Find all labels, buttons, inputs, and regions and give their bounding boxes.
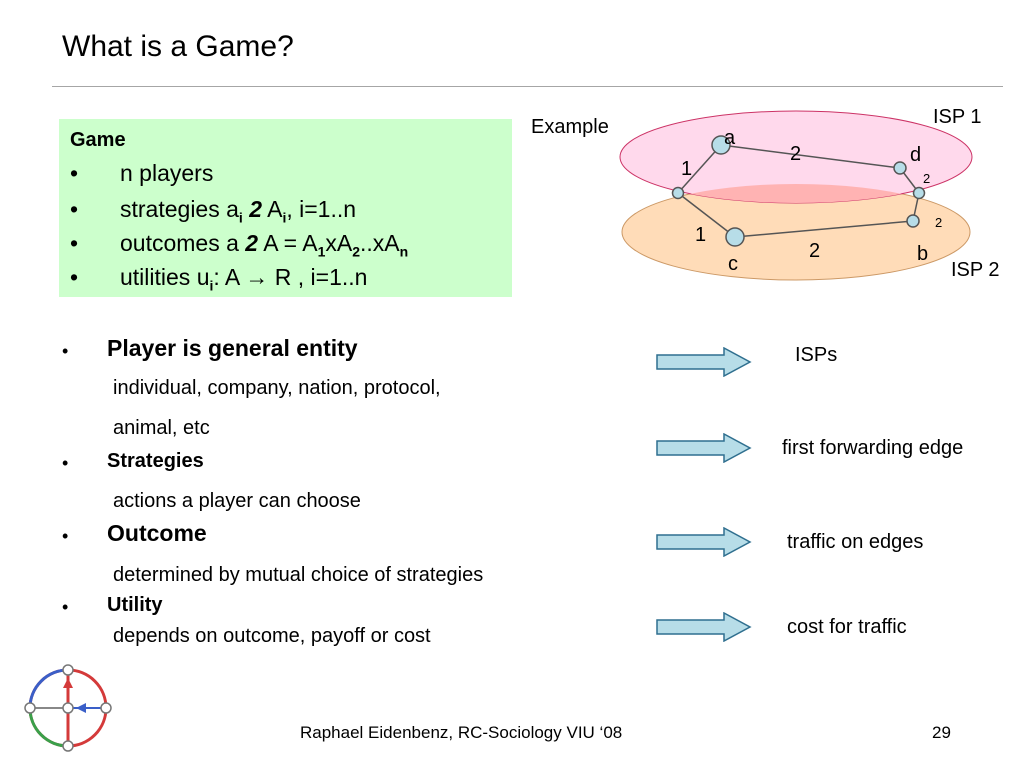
player-detail-2: animal, etc [113,417,210,439]
utilities-range: R , i=1..n [268,264,368,290]
slide-footer: Raphael Eidenbenz, RC-Sociology VIU ‘08 [300,723,623,742]
slide-title: What is a Game? [62,30,294,63]
title-divider [52,86,1003,87]
edge-label-bot-left: 1 [695,224,706,246]
player-detail-1: individual, company, nation, protocol, [113,377,441,399]
game-line-utilities: • utilities ui: A → R , i=1..n [70,264,367,294]
example-label: Example [531,116,609,138]
game-definition-box [59,119,512,297]
product-x: xA [325,230,353,256]
right-arrow-icon [656,527,752,557]
bullet-heading-utility: Utility [107,594,163,616]
page-number: 29 [932,723,951,742]
node-a [711,135,731,155]
bullet-glyph: • [62,341,69,361]
node-right-junction [912,186,926,200]
bullet-glyph: • [62,453,69,473]
subscript: 2 [352,243,361,260]
edge-label-bot-right: 2 [935,215,942,230]
bullet-heading-player: Player is general entity [107,335,358,361]
strategies-range: , i=1..n [286,196,357,222]
subscript: i [238,209,243,226]
element-of-symbol: 2 [249,196,262,222]
example-traffic-on-edges: traffic on edges [787,531,924,553]
outcome-detail: determined by mutual choice of strategie… [113,564,484,586]
diagram-nodes [671,135,926,247]
edge-c-to-b [734,220,914,238]
subscript: i [282,209,287,226]
edge-label-top-mid: 2 [790,143,801,165]
right-arrow-icon [656,347,752,377]
subscript: i [209,277,214,294]
subscript: n [399,243,409,260]
example-first-forwarding-edge: first forwarding edge [782,437,964,459]
edge-label-top-right: 2 [923,171,930,186]
bullet-glyph: • [62,526,69,546]
game-line-outcomes: •outcomes a 2 A = A1xA2..xAn [70,230,408,260]
bullet-heading-strategies: Strategies [107,450,204,472]
edge-label-bot-mid: 2 [809,240,820,262]
edge-left-to-c [677,192,736,238]
players-text: n players [120,160,214,186]
node-d-label: d [910,144,921,166]
strategies-set: A [267,196,283,222]
outcomes-set: A = A [258,230,318,256]
bullet-heading-outcome: Outcome [107,520,207,546]
game-box-heading: Game [70,129,126,151]
edge-label-top-left: 1 [681,158,692,180]
strategies-text: strategies a [120,196,239,222]
isp-example-diagram: Example ISP 1 ISP 2 a d c b 1 2 2 1 2 2 [531,106,1000,281]
strategies-detail: actions a player can choose [113,490,361,512]
element-of-symbol: 2 [245,230,259,256]
edge-left-to-a [677,144,722,194]
isp2-label: ISP 2 [951,259,1000,281]
example-cost-for-traffic: cost for traffic [787,616,907,638]
outcomes-text: outcomes a [120,230,246,256]
node-left-junction [671,186,685,200]
utilities-text: utilities u [120,264,210,290]
product-ellipsis: ..xA [360,230,400,256]
right-arrow-icon [656,433,752,463]
bullet-glyph: • [70,264,79,290]
node-b-label: b [917,243,928,265]
utilities-domain: : A [213,264,246,290]
edge-a-to-d [720,144,901,169]
bullet-glyph: • [70,230,79,256]
game-line-players: • n players [70,160,213,187]
bullet-glyph: • [70,160,79,186]
example-isps: ISPs [795,344,838,366]
bullet-glyph: • [62,597,69,617]
maps-to-arrow: → [245,264,269,290]
node-c [725,227,745,247]
node-a-label: a [724,127,736,149]
right-arrow-icon [656,612,752,642]
subscript: 1 [317,243,326,260]
bullet-glyph: • [70,196,79,222]
isp1-label: ISP 1 [933,106,982,128]
game-line-strategies: •strategies ai 2 Ai, i=1..n [70,196,356,226]
utility-detail: depends on outcome, payoff or cost [113,625,431,647]
network-logo-icon [24,664,112,752]
node-c-label: c [728,253,738,275]
node-d [893,161,907,175]
node-b [906,214,920,228]
